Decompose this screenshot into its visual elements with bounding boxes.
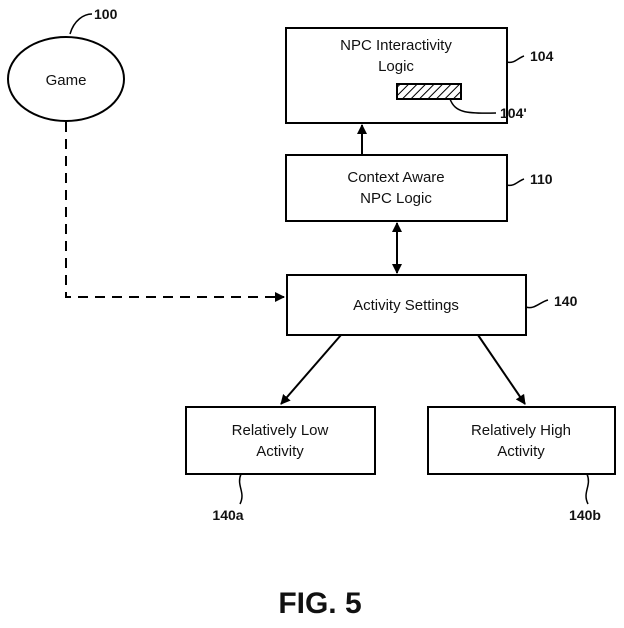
activity-settings-label: Activity Settings bbox=[353, 297, 459, 314]
low-activity-line1: Relatively Low bbox=[232, 422, 329, 439]
low-activity-ref-label: 140a bbox=[212, 507, 243, 523]
activity-settings-node: Activity Settings bbox=[286, 274, 527, 336]
context-aware-ref-label: 110 bbox=[530, 171, 553, 187]
context-aware-ref: 110 bbox=[506, 171, 553, 187]
context-aware-line2: NPC Logic bbox=[360, 190, 432, 207]
low-activity-node: Relatively Low Activity bbox=[185, 406, 376, 475]
game-ref-label: 100 bbox=[94, 6, 118, 22]
high-activity-line1: Relatively High bbox=[471, 422, 571, 439]
arrow-activity-to-low bbox=[280, 334, 342, 405]
low-activity-ref: 140a bbox=[212, 473, 244, 523]
npc-interactivity-ref-label: 104 bbox=[530, 48, 554, 64]
high-activity-ref-label: 140b bbox=[569, 507, 601, 523]
context-aware-line1: Context Aware bbox=[347, 169, 444, 186]
game-label: Game bbox=[46, 72, 87, 89]
hatched-component-ref-label: 104' bbox=[500, 105, 527, 121]
high-activity-line2: Activity bbox=[497, 443, 545, 460]
figure-label: FIG. 5 bbox=[278, 587, 361, 620]
context-aware-node: Context Aware NPC Logic bbox=[285, 154, 508, 222]
high-activity-ref: 140b bbox=[569, 473, 601, 523]
activity-settings-ref-label: 140 bbox=[554, 293, 578, 309]
dashed-arrow-game-to-activity bbox=[65, 122, 285, 302]
npc-interactivity-line1: NPC Interactivity bbox=[340, 37, 452, 54]
high-activity-node: Relatively High Activity bbox=[427, 406, 616, 475]
game-node: Game bbox=[7, 36, 125, 122]
game-ref: 100 bbox=[69, 6, 118, 35]
arrow-activity-to-high bbox=[477, 334, 526, 405]
npc-interactivity-ref: 104 bbox=[506, 48, 554, 64]
hatched-component-ref: 104' bbox=[449, 98, 527, 121]
hatched-component bbox=[396, 83, 462, 100]
activity-settings-ref: 140 bbox=[525, 293, 578, 309]
npc-interactivity-line2: Logic bbox=[378, 58, 414, 75]
npc-interactivity-node: NPC Interactivity Logic bbox=[285, 27, 508, 124]
low-activity-line2: Activity bbox=[256, 443, 304, 460]
